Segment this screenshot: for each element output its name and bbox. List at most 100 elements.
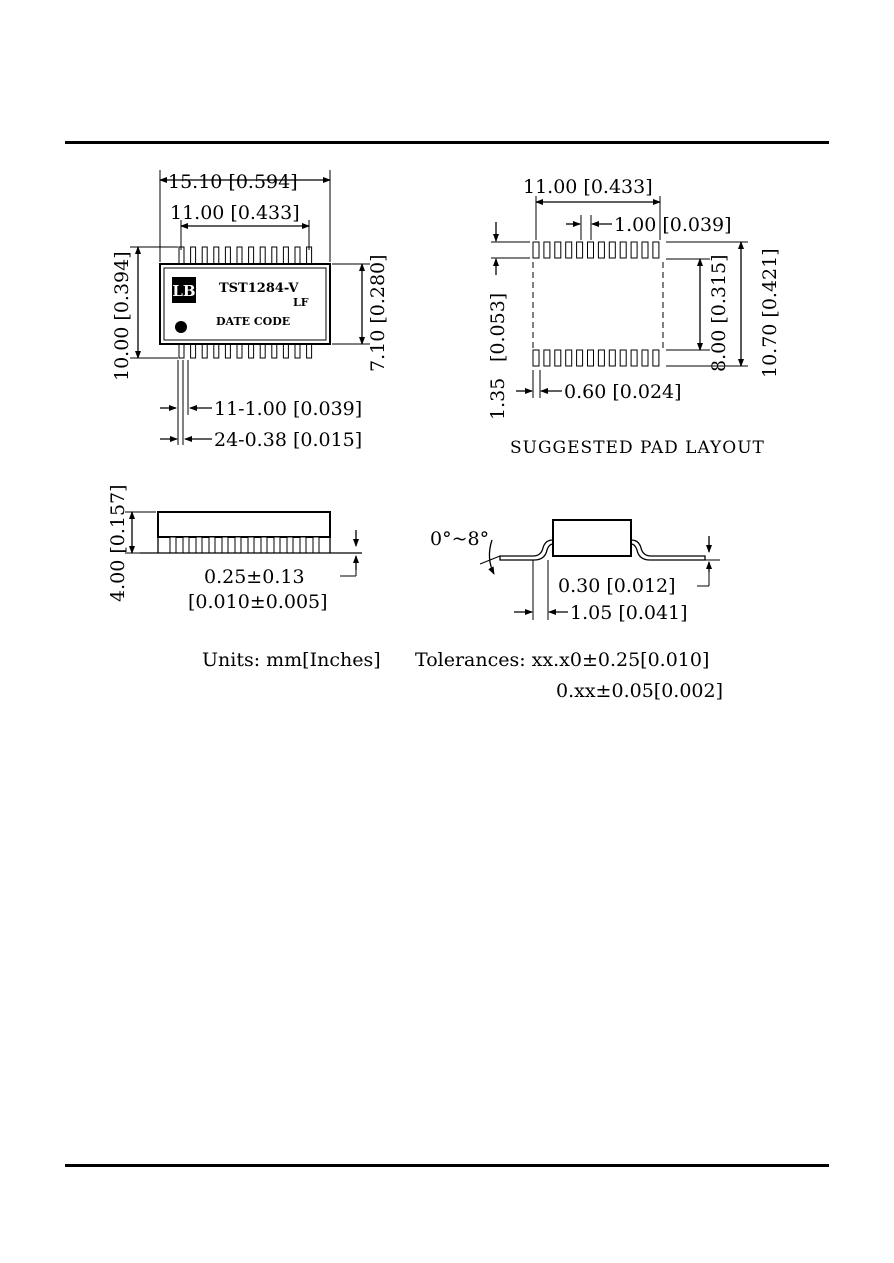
pad bbox=[576, 349, 584, 367]
top-pad-row bbox=[532, 241, 660, 259]
pad bbox=[641, 241, 649, 259]
pad bbox=[565, 349, 573, 367]
pad bbox=[532, 241, 540, 259]
overall-width-label: 15.10 [0.594] bbox=[168, 171, 298, 193]
pad bbox=[576, 241, 584, 259]
lead bbox=[248, 246, 255, 265]
pad bbox=[608, 349, 616, 367]
side-lead bbox=[312, 536, 320, 554]
lead bbox=[248, 343, 255, 359]
side-height-label: 4.00 [0.157] bbox=[107, 484, 129, 602]
lead-detail: 0°~8° 0.30 [0.012] 1.05 [0.041] bbox=[430, 519, 720, 624]
side-lead bbox=[299, 536, 307, 554]
side-view: 4.00 [0.157] 0.25±0.13 [0.010±0.005] bbox=[107, 484, 362, 613]
lead bbox=[224, 343, 231, 359]
pad-pad-width-label: 0.60 [0.024] bbox=[564, 381, 682, 403]
pad bbox=[597, 349, 605, 367]
pad-outer-label: 10.70 [0.421] bbox=[759, 248, 781, 378]
pad bbox=[652, 349, 660, 367]
lead bbox=[282, 343, 289, 359]
angle-label: 0°~8° bbox=[430, 528, 489, 550]
bottom-leads bbox=[178, 343, 313, 359]
side-lead bbox=[169, 536, 177, 554]
top-rule bbox=[65, 141, 829, 144]
detail-body bbox=[552, 519, 632, 557]
side-lead bbox=[247, 536, 255, 554]
pad bbox=[630, 241, 638, 259]
lead bbox=[236, 246, 243, 265]
lead bbox=[201, 343, 208, 359]
pad-length-label-in: [0.053] bbox=[487, 293, 509, 362]
lead bbox=[224, 246, 231, 265]
side-lead bbox=[208, 536, 216, 554]
lead bbox=[259, 246, 266, 265]
pin-span-label: 11.00 [0.433] bbox=[170, 202, 300, 224]
lead bbox=[294, 246, 301, 265]
suffix-marking: LF bbox=[293, 296, 309, 309]
units-note: Units: mm[Inches] bbox=[202, 649, 381, 671]
pad bbox=[630, 349, 638, 367]
pad bbox=[554, 241, 562, 259]
top-view: LB TST1284-V LF DATE CODE 15.10 [0.594] … bbox=[111, 170, 389, 451]
pad-layout-caption: SUGGESTED PAD LAYOUT bbox=[510, 438, 765, 458]
side-body bbox=[157, 511, 331, 538]
side-leads bbox=[169, 536, 320, 554]
lead bbox=[178, 343, 185, 359]
top-leads bbox=[178, 246, 313, 265]
lead bbox=[213, 343, 220, 359]
pin1-indicator bbox=[175, 321, 187, 333]
side-lead bbox=[221, 536, 229, 554]
tolerance-note-1: Tolerances: xx.x0±0.25[0.010] bbox=[415, 649, 709, 671]
angle-arc bbox=[488, 539, 495, 575]
side-lead bbox=[182, 536, 190, 554]
foot-label: 1.05 [0.041] bbox=[570, 602, 688, 624]
lead bbox=[259, 343, 266, 359]
pad bbox=[543, 349, 551, 367]
package-inner-outline bbox=[163, 267, 327, 341]
logo-glyph: LB bbox=[172, 282, 195, 300]
lead bbox=[190, 343, 197, 359]
lead bbox=[271, 343, 278, 359]
left-gull-wing-lead bbox=[499, 539, 554, 561]
height-label: 10.00 [0.394] bbox=[111, 251, 133, 381]
bottom-rule bbox=[65, 1164, 829, 1167]
body-height-label: 7.10 [0.280] bbox=[367, 254, 389, 372]
pitch-label: 11-1.00 [0.039] bbox=[214, 398, 362, 420]
pad-pitch-label: 1.00 [0.039] bbox=[614, 214, 732, 236]
pad bbox=[652, 241, 660, 259]
pad bbox=[619, 349, 627, 367]
pad-inner-label: 8.00 [0.315] bbox=[708, 254, 730, 372]
right-gull-wing-lead bbox=[630, 539, 706, 561]
lead-width-label: 24-0.38 [0.015] bbox=[214, 429, 362, 451]
brand-logo bbox=[172, 277, 196, 303]
pad bbox=[587, 349, 594, 367]
pad bbox=[532, 349, 540, 367]
pad bbox=[597, 241, 605, 259]
svg-text:1.35: 1.35 bbox=[487, 378, 509, 420]
pad-width-label: 11.00 [0.433] bbox=[523, 176, 653, 198]
side-lead bbox=[195, 536, 203, 554]
lead bbox=[236, 343, 243, 359]
pad bbox=[565, 241, 573, 259]
pad-layout: 11.00 [0.433] 1.00 [0.039] [0.053] 1.35 … bbox=[487, 176, 781, 458]
lead bbox=[294, 343, 301, 359]
standoff-mm-label: 0.25±0.13 bbox=[204, 566, 305, 588]
pad bbox=[619, 241, 627, 259]
pad bbox=[641, 349, 649, 367]
lead bbox=[282, 246, 289, 265]
lead bbox=[190, 246, 197, 265]
thickness-label: 0.30 [0.012] bbox=[558, 575, 676, 597]
part-number-marking: TST1284-V bbox=[219, 281, 299, 296]
side-lead bbox=[286, 536, 294, 554]
lead bbox=[306, 343, 313, 359]
side-lead bbox=[260, 536, 268, 554]
lead bbox=[213, 246, 220, 265]
pad bbox=[543, 241, 551, 259]
standoff-in-label: [0.010±0.005] bbox=[188, 591, 328, 613]
pad bbox=[554, 349, 562, 367]
pad bbox=[608, 241, 616, 259]
bottom-pad-row bbox=[532, 349, 660, 367]
tolerance-note-2: 0.xx±0.05[0.002] bbox=[556, 680, 723, 702]
date-code-marking: DATE CODE bbox=[216, 315, 290, 328]
